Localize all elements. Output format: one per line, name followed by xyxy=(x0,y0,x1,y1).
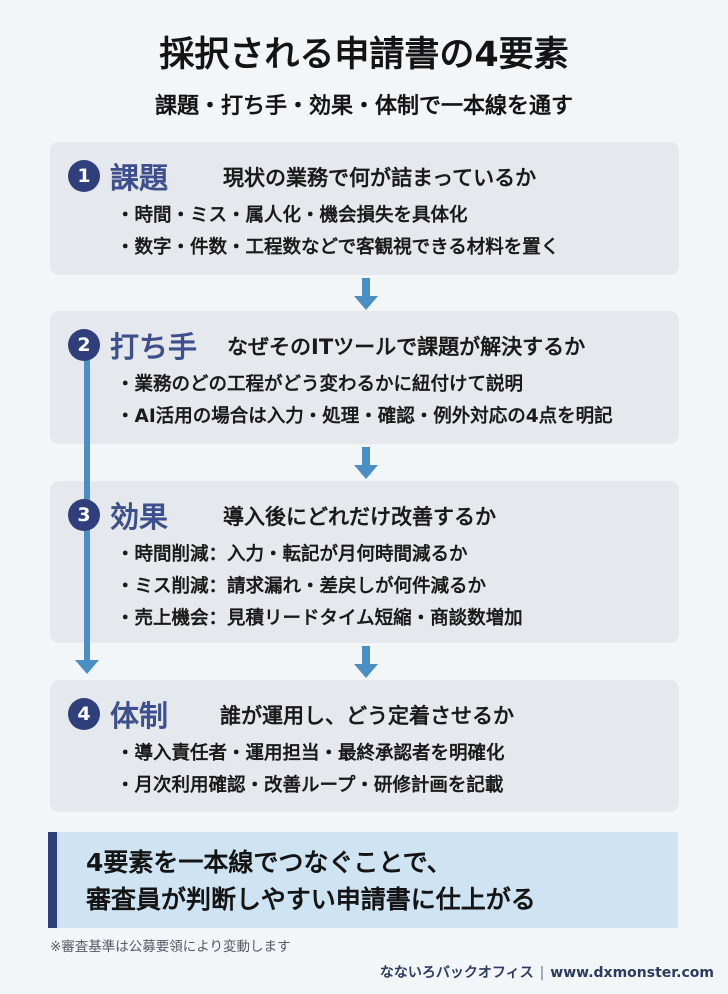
down-arrow-icon xyxy=(354,278,378,310)
callout-accent-bar xyxy=(48,832,57,928)
callout-line: 4要素を一本線でつなぐことで、 xyxy=(86,848,452,877)
bullet-item: ・導入責任者・運用担当・最終承認者を明確化 xyxy=(116,743,505,764)
step-number-badge: 4 xyxy=(68,698,100,730)
bullet-item: ・時間削減：入力・転記が月何時間減るか xyxy=(116,544,468,565)
summary-callout: 4要素を一本線でつなぐことで、 審査員が判断しやすい申請書に仕上がる xyxy=(48,832,678,928)
brand-name: なないろバックオフィス xyxy=(379,965,534,981)
footnote: ※審査基準は公募要領により変動します xyxy=(50,939,291,955)
down-arrow-icon xyxy=(354,447,378,480)
bullet-item: ・数字・件数・工程数などで客観視できる材料を置く xyxy=(116,237,560,258)
step-number-badge: 3 xyxy=(68,499,100,531)
bullet-item: ・AI活用の場合は入力・処理・確認・例外対応の4点を明記 xyxy=(116,406,613,427)
step-bullets: ・時間・ミス・属人化・機会損失を具体化 ・数字・件数・工程数などで客観視できる材… xyxy=(116,200,559,264)
step-name: 課題 xyxy=(110,161,169,195)
side-down-arrow-icon xyxy=(75,652,99,682)
step-question: なぜそのITツールで課題が解決するか xyxy=(227,335,586,359)
step-name: 打ち手 xyxy=(110,330,198,364)
bullet-item: ・ミス削減：請求漏れ・差戻しが何件減るか xyxy=(116,576,487,597)
down-arrow-icon xyxy=(354,646,378,679)
callout-text: 4要素を一本線でつなぐことで、 審査員が判断しやすい申請書に仕上がる xyxy=(86,844,536,918)
step-question: 誰が運用し、どう定着させるか xyxy=(220,704,514,728)
step-bullets: ・時間削減：入力・転記が月何時間減るか ・ミス削減：請求漏れ・差戻しが何件減るか… xyxy=(116,539,523,635)
step-number-badge: 1 xyxy=(68,160,100,192)
page-subtitle: 課題・打ち手・効果・体制で一本線を通す xyxy=(154,94,573,119)
step-question: 導入後にどれだけ改善するか xyxy=(223,505,496,529)
page-title: 採択される申請書の4要素 xyxy=(159,35,569,75)
step-bullets: ・導入責任者・運用担当・最終承認者を明確化 ・月次利用確認・改善ループ・研修計画… xyxy=(116,738,505,802)
step-card-2: 2 打ち手 なぜそのITツールで課題が解決するか ・業務のどの工程がどう変わるか… xyxy=(50,311,679,444)
bullet-item: ・業務のどの工程がどう変わるかに紐付けて説明 xyxy=(116,374,524,395)
bullet-item: ・月次利用確認・改善ループ・研修計画を記載 xyxy=(116,775,504,796)
callout-line: 審査員が判断しやすい申請書に仕上がる xyxy=(86,885,536,914)
bullet-item: ・時間・ミス・属人化・機会損失を具体化 xyxy=(116,205,468,226)
step-name: 効果 xyxy=(110,500,169,534)
step-card-3: 3 効果 導入後にどれだけ改善するか ・時間削減：入力・転記が月何時間減るか ・… xyxy=(50,481,679,643)
step-card-4: 4 体制 誰が運用し、どう定着させるか ・導入責任者・運用担当・最終承認者を明確… xyxy=(50,680,679,812)
step-question: 現状の業務で何が詰まっているか xyxy=(223,166,537,190)
brand-url: www.dxmonster.com xyxy=(550,965,714,981)
brand-separator: | xyxy=(539,965,545,981)
step-card-1: 1 課題 現状の業務で何が詰まっているか ・時間・ミス・属人化・機会損失を具体化… xyxy=(50,142,679,275)
step-name: 体制 xyxy=(110,699,169,733)
bullet-item: ・売上機会：見積リードタイム短縮・商談数増加 xyxy=(116,608,523,629)
brand-credit: なないろバックオフィス | www.dxmonster.com xyxy=(380,962,714,982)
step-number-badge: 2 xyxy=(68,329,100,361)
step-bullets: ・業務のどの工程がどう変わるかに紐付けて説明 ・AI活用の場合は入力・処理・確認… xyxy=(116,369,613,433)
